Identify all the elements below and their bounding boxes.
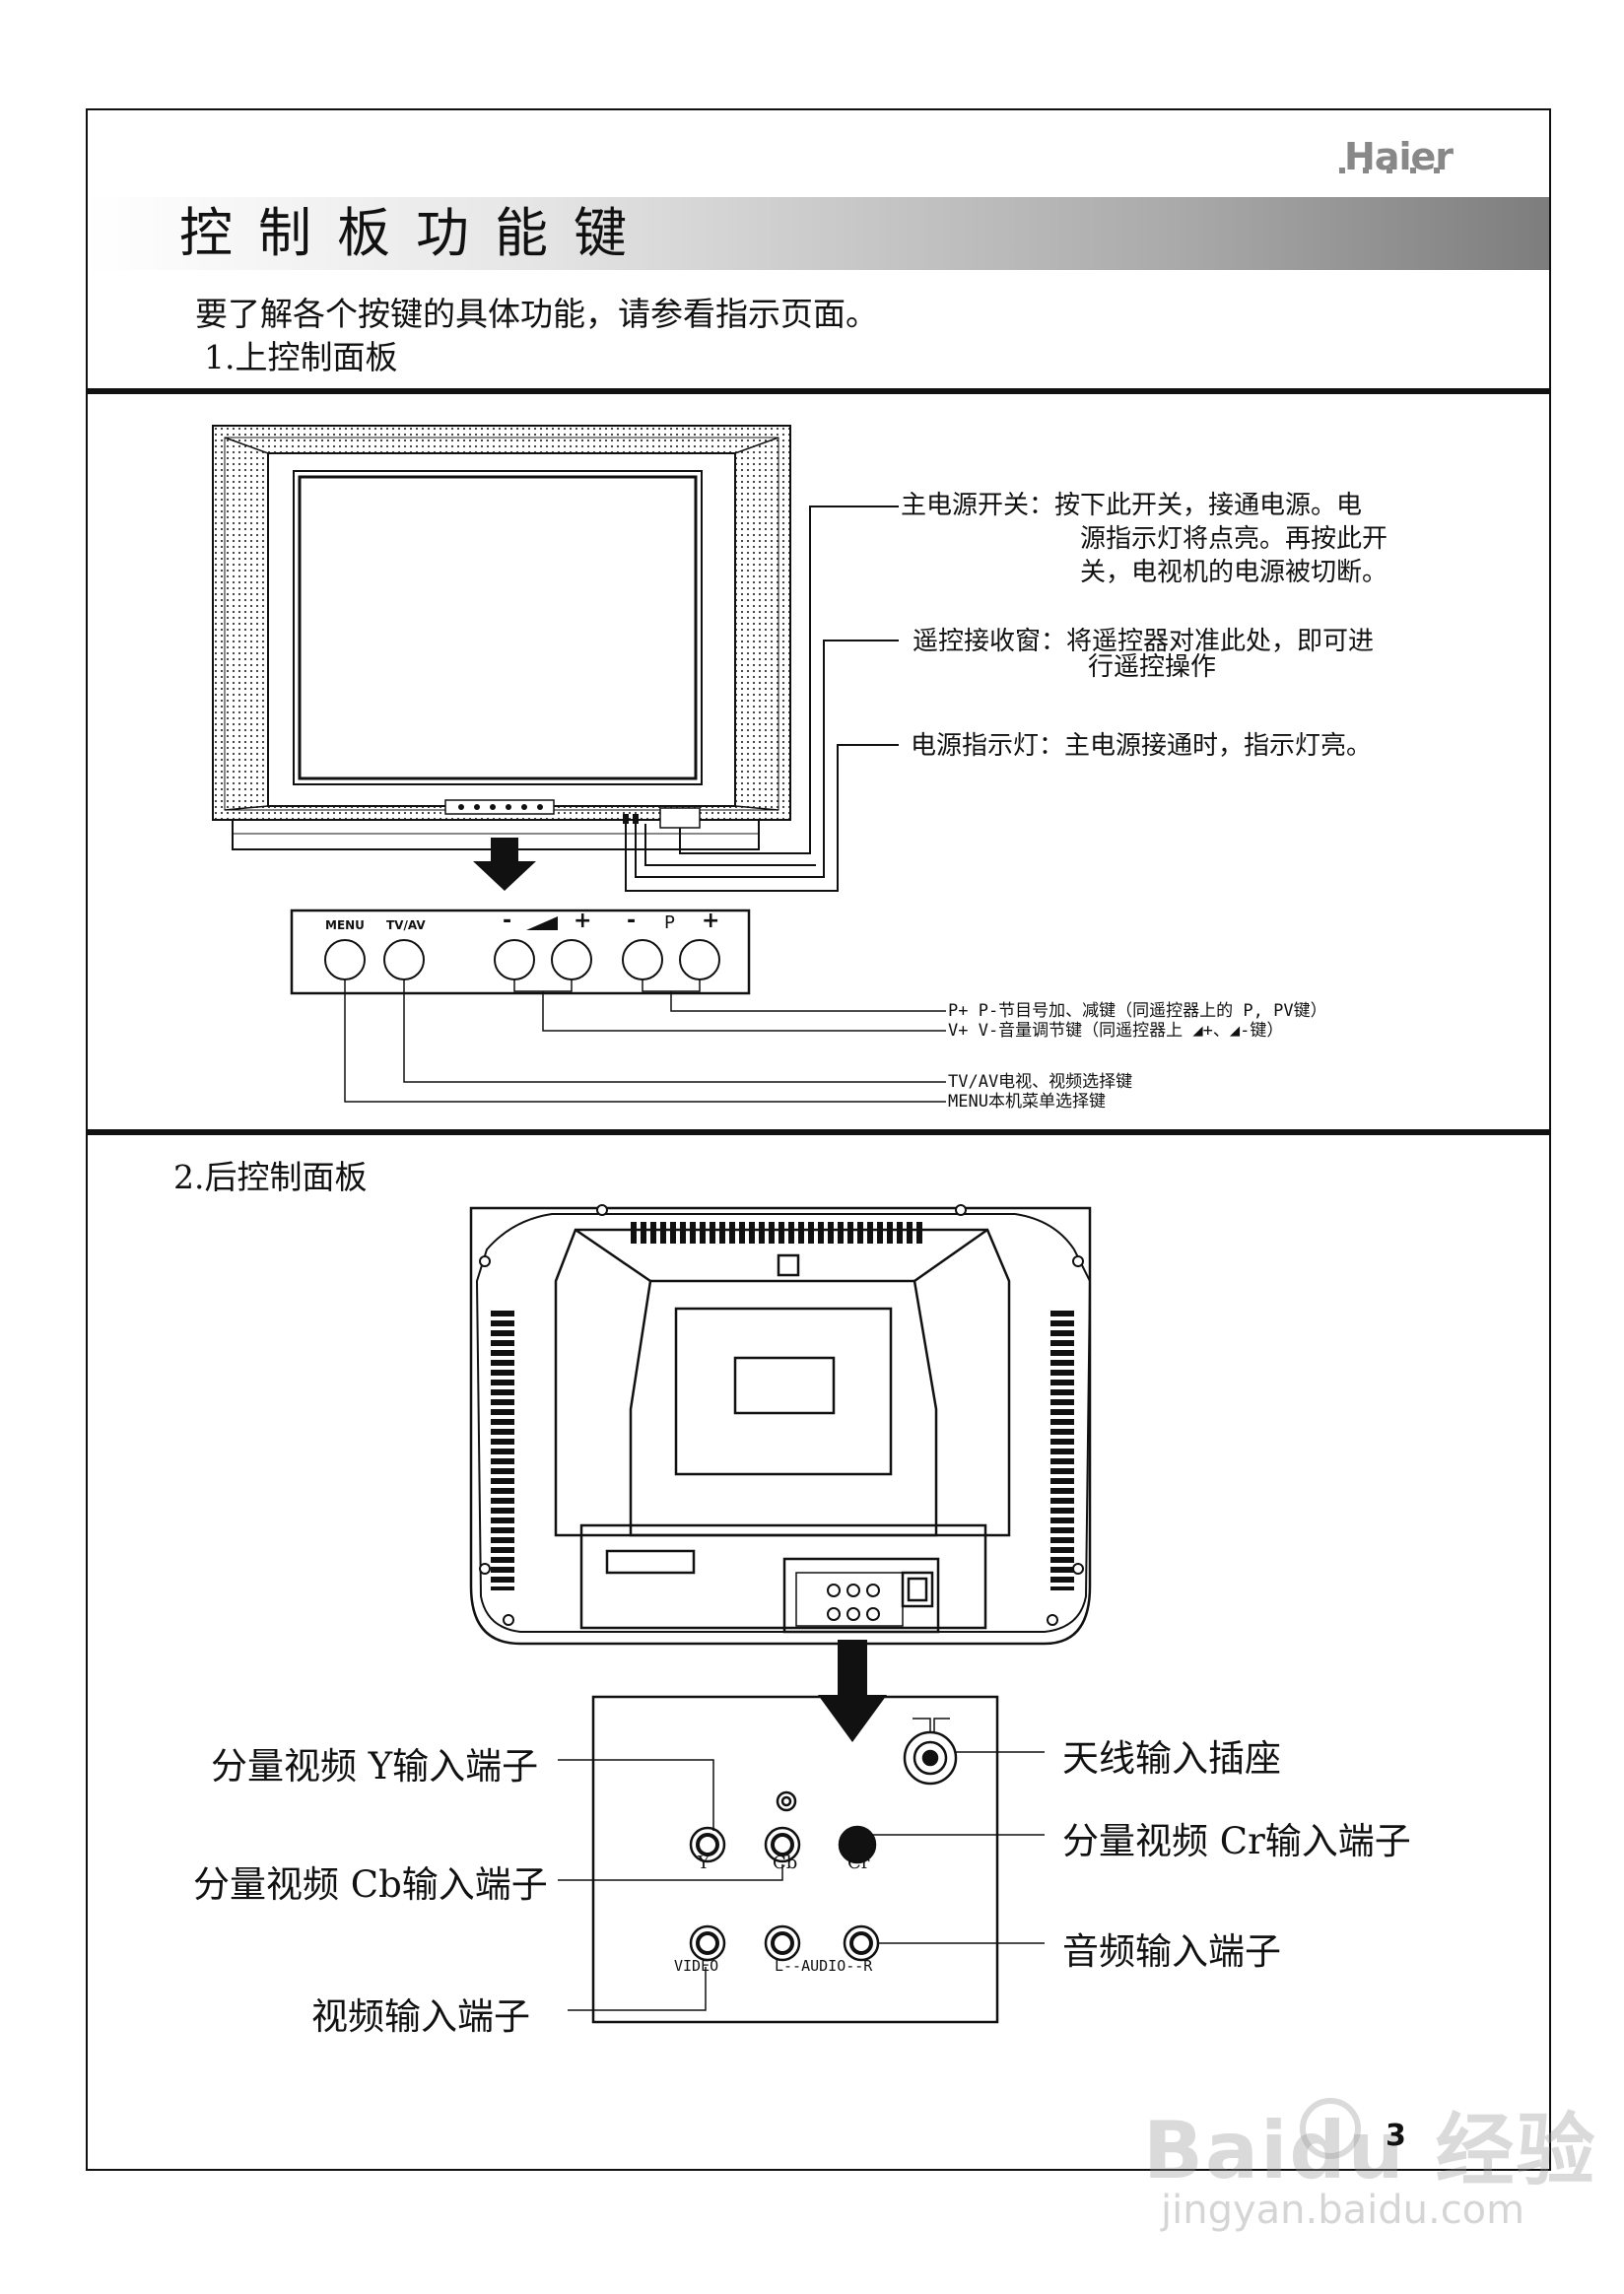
video-input-label: 视频输入端子 — [311, 1995, 530, 2038]
page-title: 控制板功能键 — [179, 202, 652, 264]
menu-key-note: MENU本机菜单选择键 — [948, 1092, 1106, 1112]
remote-window-callout: 遥控接收窗：将遥控器对准此处，即可进 行遥控操作 — [913, 627, 1375, 682]
volume-minus-label: - — [503, 909, 512, 933]
video-jack-label: VIDEO — [674, 1957, 719, 1975]
brand-dots — [1339, 168, 1450, 173]
page-number: 3 — [1386, 2119, 1406, 2153]
audio-jack-label: L--AUDIO--R — [775, 1957, 873, 1975]
power-switch-callout: 主电源开关：按下此开关，接通电源。电 源指示灯将点亮。再按此开 关，电视机的电源… — [901, 491, 1388, 587]
watermark: Baidu 经验 — [1143, 2105, 1597, 2196]
right-vents — [1050, 1307, 1074, 1590]
program-keys-note: P+ P-节目号加、减键（同遥控器上的 P, PV键） — [948, 1001, 1327, 1021]
divider-2 — [88, 1129, 1549, 1135]
intro-text: 要了解各个按键的具体功能，请参看指示页面。 — [195, 295, 878, 333]
jack-panel — [591, 1695, 999, 2024]
cb-jack-label: Cb — [773, 1853, 798, 1873]
volume-keys-note: V+ V-音量调节键（同遥控器上 ◢+、◢-键） — [948, 1021, 1284, 1041]
cr-input-label: 分量视频 Cr输入端子 — [1062, 1820, 1411, 1862]
volume-plus-label: + — [574, 909, 592, 933]
menu-button-label: MENU — [325, 918, 365, 932]
section2-heading: 2.后控制面板 — [173, 1158, 368, 1196]
cb-input-label: 分量视频 Cb输入端子 — [193, 1863, 548, 1906]
tvav-button-label: TV/AV — [386, 918, 426, 932]
tv-back — [469, 1206, 1092, 1646]
tv-front — [212, 425, 791, 850]
top-vents — [631, 1222, 926, 1244]
program-minus-label: - — [627, 909, 637, 933]
cr-jack — [838, 1825, 877, 1864]
down-arrow-icon — [473, 838, 536, 891]
section1-heading: 1.上控制面板 — [204, 338, 398, 376]
y-jack-label: Y — [698, 1853, 710, 1873]
title-bar — [88, 197, 1549, 270]
control-panel — [290, 909, 751, 995]
antenna-input-label: 天线输入插座 — [1062, 1737, 1281, 1780]
page-frame — [86, 108, 1551, 2171]
watermark-url: jingyan.baidu.com — [1161, 2188, 1525, 2233]
divider-1 — [88, 388, 1549, 394]
down-arrow-icon — [818, 1640, 887, 1742]
left-vents — [491, 1307, 514, 1590]
tvav-key-note: TV/AV电视、视频选择键 — [948, 1072, 1133, 1092]
cr-jack-label: Cr — [847, 1853, 870, 1873]
power-led-callout: 电源指示灯：主电源接通时，指示灯亮。 — [911, 731, 1373, 761]
program-plus-label: + — [702, 909, 720, 933]
antenna-jack — [903, 1718, 958, 1786]
audio-input-label: 音频输入端子 — [1062, 1930, 1281, 1973]
y-input-label: 分量视频 Y输入端子 — [211, 1745, 539, 1788]
program-p-label: P — [664, 912, 675, 933]
